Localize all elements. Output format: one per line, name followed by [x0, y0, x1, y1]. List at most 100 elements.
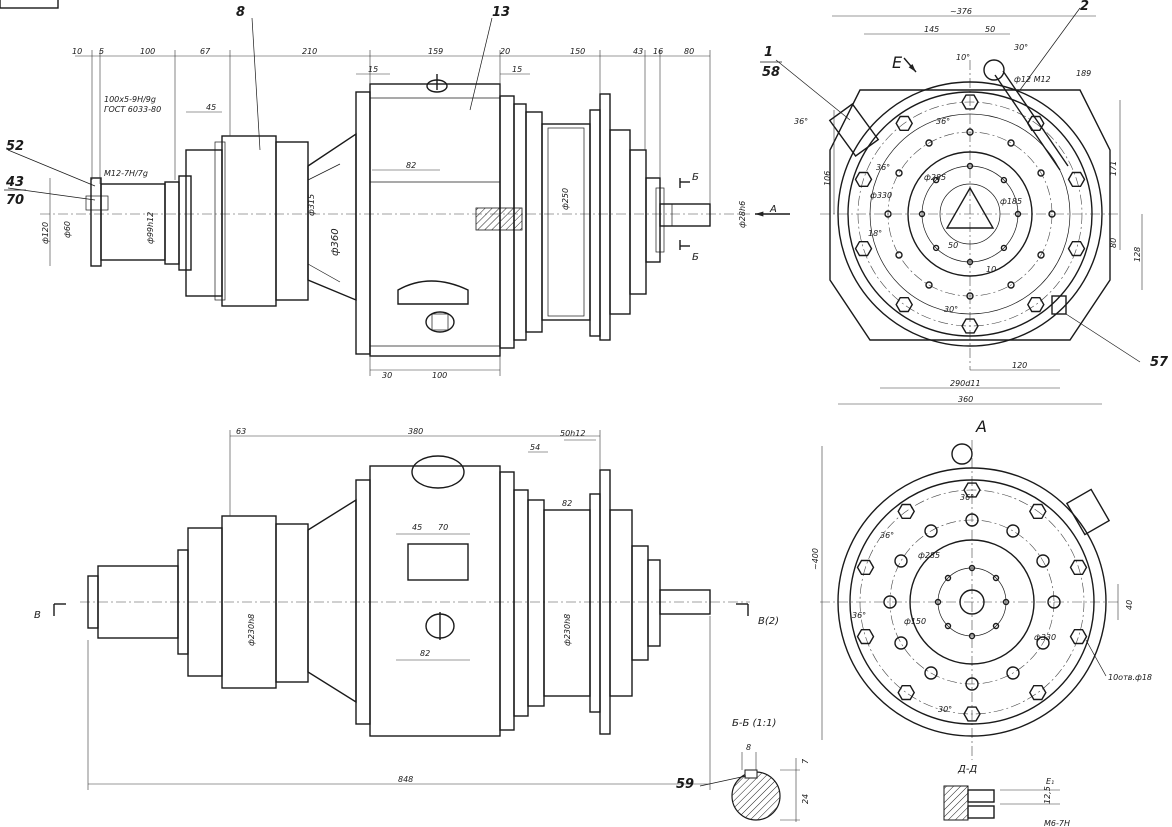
dim-5: 5	[99, 47, 104, 56]
callout-43: 43	[5, 175, 24, 190]
bolt-head	[1026, 115, 1045, 132]
inner-hole-a	[1002, 598, 1010, 606]
dim-145: 145	[924, 25, 939, 34]
dim-30: 30	[382, 371, 392, 380]
inner-hole	[1000, 244, 1008, 252]
dim-67: 67	[200, 47, 211, 56]
dim-80: 80	[684, 47, 694, 56]
bolt-hole	[1007, 281, 1015, 289]
section-dd-title: Д-Д	[957, 764, 977, 775]
dia-60: ф60	[63, 221, 72, 238]
bolt-head-a	[897, 685, 916, 701]
dim-45: 45	[206, 103, 216, 112]
dim-106: 106	[823, 171, 832, 186]
dim-63: 63	[236, 427, 246, 436]
dim-20: 20	[500, 47, 510, 56]
angle-30: 30°	[1014, 43, 1028, 52]
dia-285-a: ф285	[918, 551, 940, 560]
inner-hole-a	[992, 574, 1000, 582]
bolt-hole-a	[1047, 595, 1061, 609]
view-a: А ~400 36° 36° 36° 30° ф285 ф330 ф150 40…	[811, 417, 1152, 760]
dim-50: 50	[985, 25, 995, 34]
bolt-hole-a	[894, 554, 908, 568]
angle-36-a: 36°	[960, 493, 974, 502]
dim-45: 45	[412, 523, 422, 532]
inner-hole-a	[992, 622, 1000, 630]
end-view: ~376 145 50 30° 10° 36° 36° 36° 18° 30° …	[760, 0, 1169, 405]
dim-12-5: 12,5	[1043, 786, 1052, 804]
dim-40: 40	[1125, 600, 1134, 610]
dia-360: ф360	[330, 228, 341, 256]
dim-100: 100	[140, 47, 155, 56]
bolt-hole	[895, 251, 903, 259]
dim-10: 10	[72, 47, 82, 56]
callout-59: 59	[676, 777, 694, 792]
angle-10: 10°	[956, 53, 970, 62]
holes-spec: 10отв.ф18	[1108, 673, 1152, 682]
section-marker-b-top: Б	[692, 172, 699, 183]
callout-1: 1	[764, 45, 773, 60]
bolt-head-a	[1028, 503, 1047, 519]
section-marker-b-bottom: Б	[692, 252, 699, 263]
bolt-head	[895, 115, 914, 132]
dim-50h12: 50h12	[560, 429, 585, 438]
bolt-hole-a	[1036, 636, 1050, 650]
thread-spec: M12-7H/7g	[104, 169, 148, 178]
callout-70: 70	[6, 193, 24, 208]
dim-8: 8	[746, 743, 751, 752]
bolt-head-a	[856, 559, 875, 575]
dim-376: ~376	[950, 7, 972, 16]
dim-400: ~400	[811, 548, 820, 570]
angle-36b: 36°	[936, 117, 950, 126]
bolt-head	[1067, 240, 1086, 257]
dim-7: 7	[801, 758, 810, 764]
inner-hole-a	[944, 574, 952, 582]
dim-210: 210	[302, 47, 317, 56]
bolt-hole-a	[1006, 666, 1020, 680]
dim-848: 848	[398, 775, 413, 784]
bolt-hole	[966, 128, 974, 136]
inner-hole	[932, 176, 940, 184]
dim-380: 380	[408, 427, 423, 436]
section-marker-v: В	[34, 610, 41, 621]
angle-36-c: 36°	[852, 611, 866, 620]
callout-8: 8	[236, 5, 245, 20]
dim-10-end: 10	[986, 265, 996, 274]
dim-15b: 15	[512, 65, 522, 74]
dim-189: 189	[1076, 69, 1091, 78]
bolt-hole-a	[1036, 554, 1050, 568]
section-marker-v2: В(2)	[758, 616, 779, 627]
inner-hole	[932, 244, 940, 252]
callout-2: 2	[1080, 0, 1089, 14]
angle-30b: 30°	[944, 305, 958, 314]
bolt-hole	[966, 292, 974, 300]
inner-hole-a	[934, 598, 942, 606]
dim-15a: 15	[368, 65, 378, 74]
inner-hole	[966, 258, 974, 266]
bolt-hole	[895, 169, 903, 177]
inner-hole	[1014, 210, 1022, 218]
bolt-head-a	[1069, 629, 1088, 645]
bolt-head-a	[897, 503, 916, 519]
bolt-head	[854, 240, 873, 257]
inner-hole-a	[968, 564, 976, 572]
bolt-hole	[884, 210, 892, 218]
bottom-side-view: 63 380 54 50h12 82 45 70 82 848 ф230h8 ф…	[34, 427, 779, 790]
callout-52: 52	[6, 139, 24, 154]
bolt-head	[1026, 297, 1045, 313]
dim-100b: 100	[432, 371, 447, 380]
dim-159: 159	[428, 47, 443, 56]
dim-82b: 82	[420, 649, 430, 658]
gost-spec: ГОСТ 6033-80	[104, 105, 161, 114]
bolt-head	[895, 297, 914, 313]
title-frame-corner	[0, 0, 59, 9]
inner-hole-a	[944, 622, 952, 630]
dim-150: 150	[570, 47, 585, 56]
dim-24: 24	[801, 794, 810, 804]
bolt-head	[854, 171, 873, 188]
view-marker-e: Е	[892, 53, 903, 72]
dia-99: ф99h12	[146, 212, 155, 244]
m12-spec: ф12 M12	[1014, 75, 1051, 84]
dim-82: 82	[562, 499, 572, 508]
view-a-title: А	[975, 417, 987, 436]
